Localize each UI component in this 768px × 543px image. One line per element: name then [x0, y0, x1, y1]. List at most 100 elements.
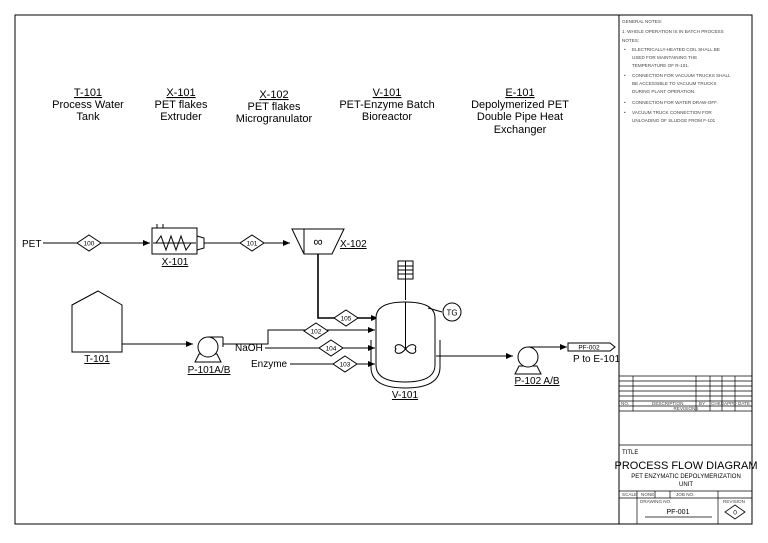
revision-diamond: [724, 504, 746, 520]
stream-number: 105: [341, 316, 352, 323]
tank-t101: [71, 290, 123, 353]
stream-103: 103: [332, 355, 358, 373]
note-line: CONNECTION FOR WATER DRAW-OFF.: [632, 100, 718, 105]
pump-casing: [517, 346, 539, 368]
revision-number: 0: [733, 510, 737, 517]
note-line: USED FOR MAINTAINING THE: [632, 55, 697, 60]
revisions-caption: REVISIONS: [673, 406, 698, 411]
note-bullet: •: [624, 47, 626, 52]
rev-col-no: NO.: [621, 401, 629, 406]
legend-tag: E-101: [505, 87, 534, 99]
legend-x101: X-101 PET flakes Extruder: [155, 87, 208, 123]
stream-105: 105: [333, 309, 359, 327]
x101-tag: X-101: [162, 257, 189, 268]
extruder-x101: [151, 224, 205, 255]
legend-x102: X-102 PET flakes Microgranulator: [236, 89, 313, 125]
scale-label: SCALE: [622, 492, 637, 497]
stream-diamond: [303, 322, 329, 340]
legend-line: PET flakes: [155, 99, 208, 111]
offpage-label: P to E-101: [573, 354, 621, 365]
offpage-ref: PF-002: [578, 345, 600, 352]
legend-line: Bioreactor: [362, 111, 412, 123]
pump-p102: [514, 346, 543, 375]
revision-headers: NO. DESCRIPTION BY CHKD APPD DATE REVISI…: [621, 401, 750, 411]
pet-feed-label: PET: [22, 239, 41, 250]
extruder-nozzle: [196, 235, 205, 251]
legend-line: Microgranulator: [236, 113, 313, 125]
note-line: BE ACCESSIBLE TO VACUUM TRUCKS: [632, 81, 716, 86]
stream-102: 102: [303, 322, 329, 340]
stream-100: 100: [76, 234, 102, 252]
pump-casing: [197, 336, 219, 358]
legend-line: Extruder: [160, 111, 202, 123]
vessel-jacket: [370, 340, 441, 389]
stream-number: 103: [340, 362, 351, 369]
legend-tag: T-101: [74, 87, 102, 99]
stream-diamond: [333, 309, 359, 327]
microgranulator-x102: [291, 228, 345, 255]
rev-col-description: DESCRIPTION: [652, 401, 683, 406]
drawing-no-label: DRAWING NO.: [640, 499, 671, 504]
notes-subtitle: NOTES:: [622, 38, 639, 43]
note-line: VACUUM TRUCK CONNECTION FOR: [632, 110, 712, 115]
legend-line: PET-Enzyme Batch: [339, 99, 434, 111]
legend-tag: X-102: [259, 89, 288, 101]
legend-e101: E-101 Depolymerized PET Double Pipe Heat…: [471, 87, 569, 136]
drawing-border: [14, 14, 753, 525]
rev-col-date: DATE: [738, 401, 750, 406]
note-line: TEMPERATURE OF R-101.: [632, 63, 689, 68]
stream-number: 101: [247, 241, 258, 248]
equipment-legend: T-101 Process Water Tank X-101 PET flake…: [52, 87, 569, 136]
stream-104: 104: [318, 339, 344, 357]
revision-label: REVISION: [723, 499, 745, 504]
naoh-label: NaOH: [235, 343, 263, 354]
legend-tag: X-101: [166, 87, 195, 99]
note-bullet: •: [624, 100, 626, 105]
granulator-body: [291, 228, 345, 255]
rev-col-by: BY: [699, 401, 705, 406]
note-line: UNLOADING OF SLUDGE FROM F-101: [632, 118, 716, 123]
legend-line: Double Pipe Heat: [477, 111, 563, 123]
stream-number: 100: [84, 241, 95, 248]
title-label: TITLE: [622, 450, 638, 456]
water-feed-line: [223, 327, 375, 345]
drawing-subtitle: UNIT: [679, 482, 693, 488]
job-label: JOB NO.: [676, 492, 694, 497]
drawing-subtitle: PET ENZYMATIC DEPOLYMERIZATION: [631, 474, 741, 480]
stream-diamond: [239, 234, 265, 252]
offpage-connector[interactable]: [567, 342, 616, 352]
granulator-to-reactor-line: [317, 254, 378, 321]
revision-table: [619, 375, 752, 446]
p102-tag: P-102 A/B: [514, 376, 559, 387]
stream-diamond: [76, 234, 102, 252]
drawing-title: PROCESS FLOW DIAGRAM: [614, 460, 757, 472]
t101-tag: T-101: [84, 354, 110, 365]
pump-p101: [194, 336, 224, 363]
legend-line: Process Water: [52, 99, 124, 111]
x102-tag: X-102: [340, 239, 367, 250]
drawing-number: PF-001: [667, 509, 690, 516]
legend-tag: V-101: [373, 87, 402, 99]
note-line: DURING PLANT OPERATION.: [632, 89, 695, 94]
extruder-body: [151, 227, 198, 255]
notes-title: GENERAL NOTES:: [622, 19, 662, 24]
legend-t101: T-101 Process Water Tank: [52, 87, 124, 123]
legend-line: Tank: [76, 111, 100, 123]
legend-line: Depolymerized PET: [471, 99, 569, 111]
rev-col-appd: APPD: [724, 401, 737, 406]
v101-tag: V-101: [392, 390, 419, 401]
impeller-icon: [394, 344, 417, 354]
mixer-icon: ∞: [313, 234, 322, 249]
note-bullet: •: [624, 73, 626, 78]
note-bullet: •: [624, 110, 626, 115]
stream-number: 104: [326, 346, 337, 353]
general-notes: GENERAL NOTES: 1. WHOLE OPERATION IS IN …: [622, 19, 731, 123]
tg-connector: [427, 307, 443, 313]
general-note: 1. WHOLE OPERATION IS IN BATCH PROCESS: [622, 29, 724, 34]
scale-value: NONE: [641, 492, 654, 497]
stream-diamond: [318, 339, 344, 357]
title-block: TITLE PROCESS FLOW DIAGRAM PET ENZYMATIC…: [614, 450, 758, 524]
p101-tag: P-101A/B: [188, 365, 231, 376]
note-line: ELECTRICALLY-HEATED COIL SHALL BE: [632, 47, 720, 52]
